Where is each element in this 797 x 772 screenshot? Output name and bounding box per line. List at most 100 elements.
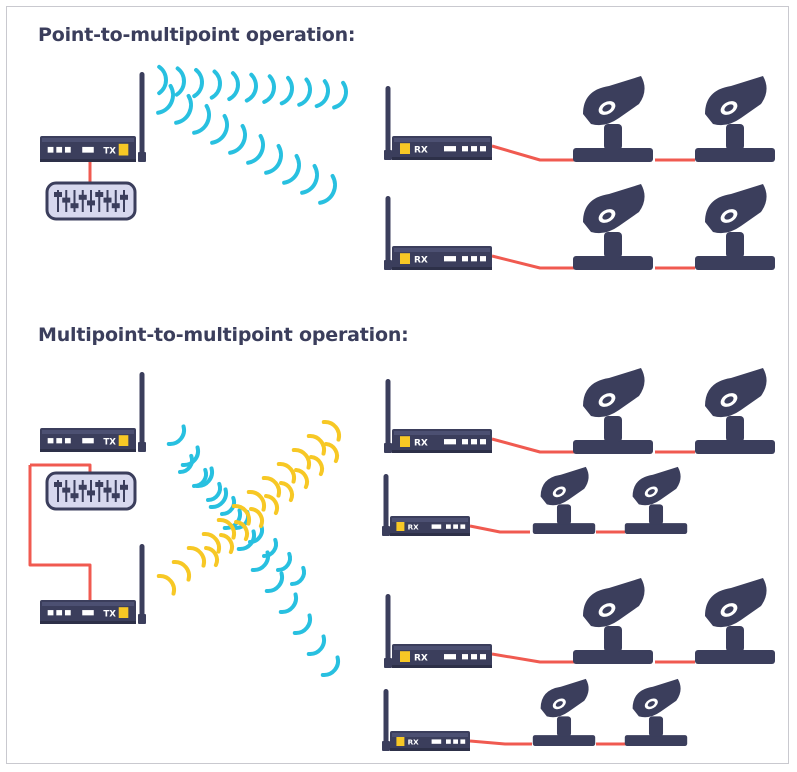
wireless-signal-icon bbox=[180, 445, 200, 467]
port-icon bbox=[462, 146, 468, 152]
antenna-rod bbox=[385, 379, 391, 453]
antenna-icon bbox=[138, 372, 146, 452]
wireless-signal-icon bbox=[231, 504, 251, 526]
wireless-signal-icon bbox=[275, 551, 292, 573]
fixture-yoke bbox=[648, 716, 664, 737]
wireless-signal-icon bbox=[306, 634, 326, 656]
antenna-rod bbox=[139, 72, 145, 162]
device-bottom-edge bbox=[40, 159, 136, 162]
wireless-signal-icon bbox=[192, 103, 211, 135]
fixture-yoke bbox=[726, 124, 744, 150]
antenna-icon bbox=[138, 544, 146, 624]
fixture-base bbox=[532, 523, 596, 534]
fixture-lens-center bbox=[602, 104, 612, 112]
device-top-highlight bbox=[42, 430, 134, 434]
wireless-signal-icon bbox=[261, 537, 278, 559]
device-label: RX bbox=[414, 255, 428, 265]
fixture-head bbox=[705, 578, 767, 628]
wireless-signal-icon bbox=[246, 133, 265, 165]
receiver-icon: RX bbox=[382, 689, 470, 751]
fixture-base bbox=[532, 735, 596, 746]
device-label: RX bbox=[414, 653, 428, 663]
wireless-signal-icon bbox=[276, 462, 296, 484]
wireless-signal-icon bbox=[228, 123, 247, 155]
port-icon bbox=[444, 146, 456, 152]
fixture-head bbox=[632, 678, 681, 718]
wireless-signal-icon bbox=[278, 592, 298, 614]
wireless-signal-icon bbox=[208, 487, 228, 509]
wireless-signal-icon bbox=[294, 468, 309, 490]
fixture-base bbox=[624, 735, 688, 746]
dmx-cable-icon bbox=[28, 465, 92, 600]
port-icon bbox=[460, 739, 466, 744]
port-icon bbox=[64, 610, 71, 616]
fixture-head bbox=[540, 466, 589, 506]
fader-knob bbox=[103, 197, 112, 203]
fader-knob bbox=[62, 197, 71, 203]
led-indicator bbox=[118, 435, 129, 446]
fixture-yoke bbox=[556, 504, 572, 525]
wireless-signal-icon bbox=[320, 655, 340, 677]
fader-knob bbox=[87, 490, 95, 496]
port-icon bbox=[480, 654, 486, 660]
fixture-base bbox=[695, 650, 775, 664]
port-icon bbox=[462, 439, 468, 445]
wireless-signal-layer bbox=[156, 64, 348, 677]
fader-knob bbox=[70, 203, 79, 209]
device-label: TX bbox=[103, 609, 116, 619]
wireless-signal-icon bbox=[219, 533, 234, 555]
wireless-signal-icon bbox=[309, 455, 324, 477]
device-label: RX bbox=[408, 738, 420, 747]
wireless-signal-icon bbox=[216, 518, 236, 540]
wireless-signal-icon bbox=[234, 520, 249, 542]
antenna-base bbox=[384, 260, 392, 270]
antenna-base bbox=[138, 614, 146, 624]
wireless-signal-icon bbox=[264, 143, 283, 175]
wireless-signal-icon bbox=[201, 532, 221, 554]
dmx-cable-icon bbox=[491, 144, 575, 162]
fixture-yoke bbox=[604, 232, 622, 258]
device-label: TX bbox=[103, 437, 116, 447]
device-top-highlight bbox=[394, 646, 490, 650]
wireless-signal-icon bbox=[205, 481, 222, 503]
heading-point-to-multipoint: Point-to-multipoint operation: bbox=[38, 24, 356, 46]
fader-knob bbox=[78, 484, 87, 490]
moving-head-light-icon bbox=[695, 578, 775, 664]
moving-head-light-icon bbox=[573, 368, 653, 454]
wireless-signal-icon bbox=[289, 565, 306, 587]
fixture-yoke bbox=[726, 626, 744, 652]
led-indicator bbox=[118, 143, 129, 156]
device-bottom-edge bbox=[392, 267, 492, 270]
fixture-base bbox=[695, 148, 775, 162]
port-icon bbox=[471, 146, 477, 152]
device-bottom-edge bbox=[392, 157, 492, 160]
dmx-cable-icon bbox=[469, 739, 532, 746]
port-icon bbox=[462, 256, 468, 262]
transmitter-icon: TX bbox=[40, 372, 146, 452]
port-icon bbox=[480, 256, 486, 262]
wireless-signal-icon bbox=[186, 546, 206, 568]
wireless-signal-icon bbox=[318, 173, 337, 205]
fader-knob bbox=[120, 484, 128, 490]
wireless-signal-icon bbox=[156, 574, 176, 596]
wireless-signal-icon bbox=[324, 442, 339, 464]
fixture-head bbox=[583, 578, 645, 628]
fader-knob bbox=[111, 203, 120, 209]
antenna-base bbox=[382, 526, 390, 536]
antenna-icon bbox=[384, 594, 392, 668]
fader-knob bbox=[103, 487, 112, 493]
led-indicator bbox=[400, 253, 410, 264]
led-indicator bbox=[396, 737, 405, 746]
fixture-lens-center bbox=[724, 396, 734, 404]
port-icon bbox=[444, 256, 456, 262]
antenna-icon bbox=[384, 86, 392, 160]
antenna-rod bbox=[385, 196, 391, 270]
device-bottom-edge bbox=[392, 665, 492, 668]
transmitter-icon: TX bbox=[40, 544, 146, 624]
wireless-signal-icon bbox=[332, 80, 348, 110]
wireless-signal-icon bbox=[262, 74, 276, 104]
moving-head-light-icon bbox=[532, 466, 596, 534]
port-icon bbox=[431, 524, 442, 529]
port-icon bbox=[444, 654, 456, 660]
